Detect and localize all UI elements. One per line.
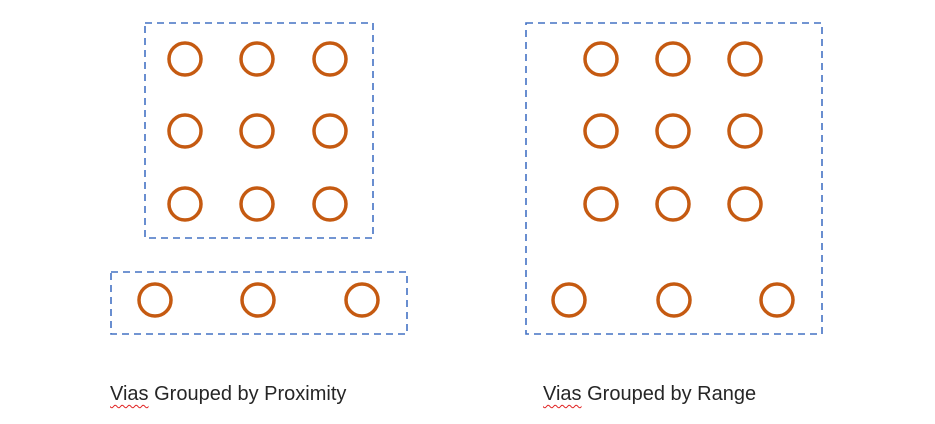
via [727,41,763,77]
via [239,41,275,77]
range-panel [525,22,823,335]
via [727,186,763,222]
via-grid [583,41,763,222]
caption-text: Grouped by Range [581,383,757,405]
via [655,41,691,77]
via [344,282,380,318]
via [583,186,619,222]
via [239,186,275,222]
via [727,113,763,149]
via-grid [167,41,348,222]
range-caption: Vias Grouped by Range [543,383,756,406]
via [655,186,691,222]
via [167,113,203,149]
via [137,282,173,318]
via [239,113,275,149]
via-row [137,282,380,318]
proximity-panel [110,22,408,335]
via [167,186,203,222]
via [583,113,619,149]
caption-first-word: Vias [110,383,149,405]
via [655,113,691,149]
via [583,41,619,77]
via [312,41,348,77]
via [167,41,203,77]
via [656,282,692,318]
via [312,113,348,149]
proximity-caption: Vias Grouped by Proximity [110,383,346,406]
via [551,282,587,318]
via [759,282,795,318]
via-row [551,282,795,318]
caption-first-word: Vias [543,383,582,405]
proximity-group-row-box [110,271,408,335]
range-group-box [525,22,823,335]
via [312,186,348,222]
caption-text: Grouped by Proximity [148,383,347,405]
via [240,282,276,318]
proximity-group-grid-box [144,22,374,239]
